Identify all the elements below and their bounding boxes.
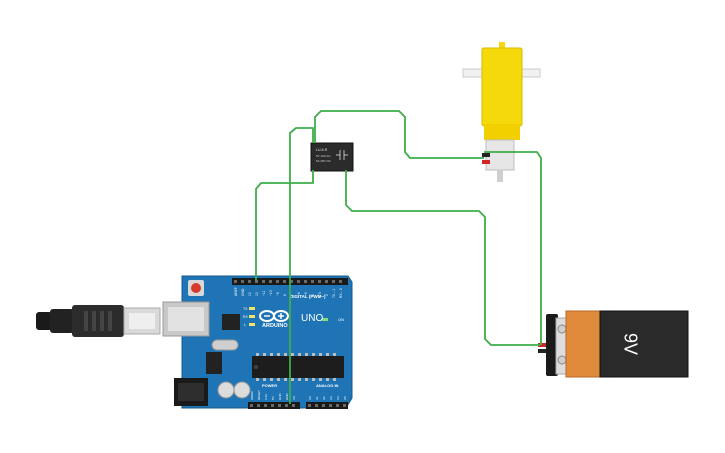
arduino-model-label: UNO (301, 313, 323, 324)
svg-text:GND: GND (278, 393, 282, 401)
svg-text:Vin: Vin (292, 395, 296, 400)
wire-relay-to-motor[interactable] (314, 110, 484, 159)
svg-text:~5: ~5 (304, 292, 308, 296)
svg-text:~11: ~11 (262, 290, 266, 296)
l-led-label: L (244, 323, 246, 327)
svg-text:RX←0: RX←0 (339, 288, 343, 298)
svg-text:12: 12 (255, 292, 259, 296)
svg-text:AREF: AREF (234, 287, 238, 296)
arduino-board[interactable]: ARDUINO UNO DIGITAL (PWM~) ON TX RX L AR… (162, 275, 353, 409)
wire-pin13-to-relay[interactable] (255, 170, 314, 281)
svg-text:RESET: RESET (257, 390, 261, 400)
power-header-label: POWER (262, 383, 277, 388)
svg-text:13: 13 (248, 292, 252, 296)
on-led-label: ON (338, 317, 344, 322)
atmega-chip (252, 356, 344, 378)
svg-text:7: 7 (290, 294, 294, 296)
tx-led-label: TX (243, 307, 248, 311)
wire-motor-to-battery[interactable] (484, 151, 542, 346)
dc-motor[interactable] (462, 42, 541, 182)
svg-text:A5: A5 (343, 396, 347, 400)
digital-pin-labels: AREF GND 13 12 ~11 ~10 ~9 8 7 ~6 ~5 4 ~3… (234, 287, 343, 298)
relay-model-label: LU-5-R (316, 148, 328, 152)
svg-text:A4: A4 (336, 396, 340, 400)
svg-text:8: 8 (283, 294, 287, 296)
battery-voltage-label: 9V (620, 333, 640, 355)
wire-gnd-to-relay[interactable] (289, 127, 314, 404)
svg-text:GND: GND (241, 288, 245, 296)
svg-text:GND: GND (285, 393, 289, 401)
digital-header-label: DIGITAL (PWM~) (290, 294, 326, 299)
svg-text:~9: ~9 (276, 292, 280, 296)
svg-text:3.3V: 3.3V (264, 394, 268, 400)
analog-pin-header[interactable] (306, 402, 348, 409)
svg-text:A0: A0 (308, 396, 312, 400)
analog-header-label: ANALOG IN (316, 383, 339, 388)
svg-text:~3: ~3 (318, 292, 322, 296)
svg-text:IOREF: IOREF (250, 391, 254, 400)
analog-pin-labels: A0 A1 A2 A3 A4 A5 (308, 396, 347, 400)
relay-ac-rating: 5V 10A AC (316, 154, 331, 158)
svg-text:2: 2 (325, 294, 329, 296)
relay[interactable]: LU-5-R 5V 10A AC 5A 28V DC (310, 142, 354, 172)
usb-cable[interactable] (36, 305, 161, 337)
svg-text:A3: A3 (329, 396, 333, 400)
svg-text:4: 4 (311, 294, 315, 296)
svg-text:5V: 5V (271, 396, 275, 400)
relay-coil-icon (336, 150, 348, 160)
svg-text:TX→1: TX→1 (332, 288, 336, 298)
power-pin-labels: IOREF RESET 3.3V 5V GND GND Vin (250, 390, 296, 400)
svg-text:A1: A1 (315, 396, 319, 400)
svg-text:~10: ~10 (269, 290, 273, 296)
wire-relay-to-battery[interactable] (345, 170, 540, 346)
arduino-logo-icon (259, 310, 289, 322)
svg-text:A2: A2 (322, 396, 326, 400)
relay-dc-rating: 5A 28V DC (316, 159, 332, 163)
rx-led-label: RX (243, 315, 249, 319)
svg-text:~6: ~6 (297, 292, 301, 296)
arduino-logo-text: ARDUINO (262, 323, 288, 329)
battery-9v[interactable]: 9V (538, 310, 689, 378)
